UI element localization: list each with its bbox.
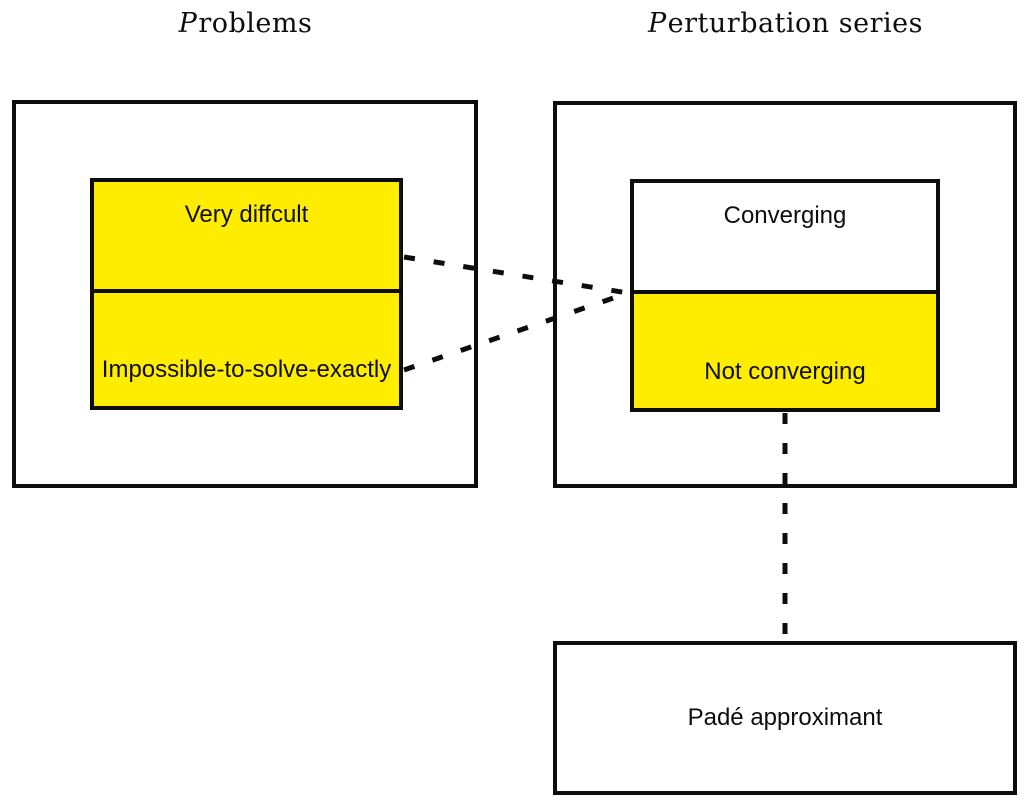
impossible-to-solve-cell: Impossible-to-solve-exactly <box>94 293 399 406</box>
not-converging-label: Not converging <box>704 358 866 385</box>
problems-title-rest: roblems <box>198 8 313 39</box>
very-difficult-cell: Very diffcult <box>94 182 399 293</box>
series-inner-table: Converging Not converging <box>630 179 940 412</box>
perturbation-title-rest: erturbation series <box>667 8 923 39</box>
problems-title-lead: P <box>178 8 198 39</box>
problems-title: Problems <box>13 5 478 43</box>
not-converging-cell: Not converging <box>634 294 936 408</box>
converging-label: Converging <box>723 202 847 229</box>
impossible-to-solve-label: Impossible-to-solve-exactly <box>101 356 392 383</box>
problems-inner-table: Very diffcult Impossible-to-solve-exactl… <box>90 178 403 410</box>
perturbation-title-lead: P <box>647 8 667 39</box>
perturbation-series-title: Perturbation series <box>553 5 1018 43</box>
converging-cell: Converging <box>634 183 936 294</box>
pade-approximant-box: Padé approximant <box>553 641 1017 795</box>
very-difficult-label: Very diffcult <box>184 201 309 228</box>
pade-approximant-label: Padé approximant <box>687 704 883 731</box>
